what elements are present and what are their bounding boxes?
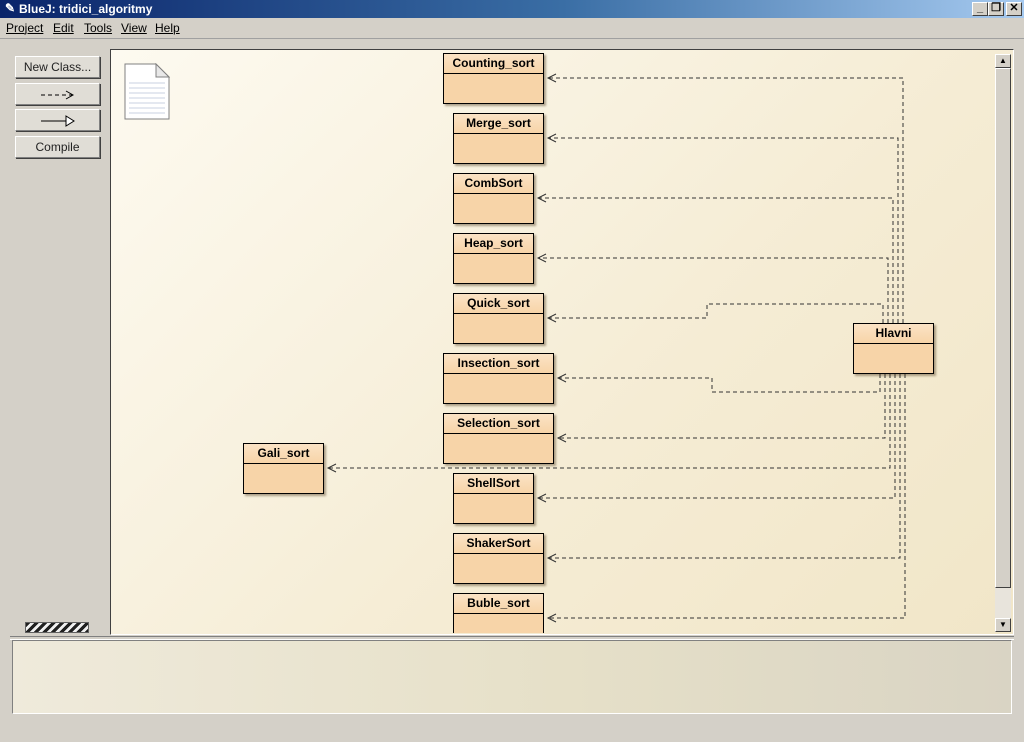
bluej-app-icon: ✎	[4, 1, 16, 15]
uses-arrow-button[interactable]	[15, 83, 100, 105]
machine-activity-indicator	[25, 622, 89, 633]
class-name: Hlavni	[854, 324, 933, 344]
new-class-button[interactable]: New Class...	[15, 56, 100, 78]
menu-project[interactable]: Project	[6, 21, 44, 35]
close-button[interactable]: ✕	[1006, 2, 1022, 16]
class-box[interactable]: Insection_sort	[443, 353, 554, 404]
class-name: Selection_sort	[444, 414, 553, 434]
class-name: Merge_sort	[454, 114, 543, 134]
inheritance-arrow-icon	[41, 115, 75, 127]
class-name: Insection_sort	[444, 354, 553, 374]
menu-edit[interactable]: Edit	[53, 21, 74, 35]
class-name: Heap_sort	[454, 234, 533, 254]
scroll-up-arrow-icon[interactable]: ▲	[995, 54, 1011, 68]
class-box[interactable]: CombSort	[453, 173, 534, 224]
inheritance-arrow-button[interactable]	[15, 109, 100, 131]
class-name: ShakerSort	[454, 534, 543, 554]
class-name: ShellSort	[454, 474, 533, 494]
class-name: Buble_sort	[454, 594, 543, 614]
class-box[interactable]: Heap_sort	[453, 233, 534, 284]
window-title: BlueJ: tridici_algoritmy	[19, 2, 153, 16]
class-box[interactable]: Selection_sort	[443, 413, 554, 464]
compile-button[interactable]: Compile	[15, 136, 100, 158]
menu-tools[interactable]: Tools	[84, 21, 113, 35]
scroll-down-arrow-icon[interactable]: ▼	[995, 618, 1011, 632]
class-name: CombSort	[454, 174, 533, 194]
class-name: Quick_sort	[454, 294, 543, 314]
menu-view[interactable]: View	[121, 21, 147, 35]
class-box[interactable]: Buble_sort	[453, 593, 544, 633]
dashed-arrow-icon	[41, 90, 75, 100]
minimize-button[interactable]: _	[972, 2, 988, 16]
restore-button[interactable]: ❐	[988, 2, 1004, 16]
scroll-thumb[interactable]	[995, 68, 1011, 588]
class-box[interactable]: Merge_sort	[453, 113, 544, 164]
vertical-scrollbar[interactable]: ▲ ▼	[995, 54, 1011, 632]
class-box[interactable]: ShakerSort	[453, 533, 544, 584]
main-class-box[interactable]: Hlavni	[853, 323, 934, 374]
class-name: Gali_sort	[244, 444, 323, 464]
menu-help[interactable]: Help	[155, 21, 180, 35]
title-bar: ✎ BlueJ: tridici_algoritmy _ ❐ ✕	[0, 0, 1024, 18]
class-box[interactable]: Gali_sort	[243, 443, 324, 494]
class-box[interactable]: Quick_sort	[453, 293, 544, 344]
class-name: Counting_sort	[444, 54, 543, 74]
object-bench[interactable]	[12, 640, 1012, 714]
class-box[interactable]: ShellSort	[453, 473, 534, 524]
panel-divider[interactable]	[10, 636, 1014, 640]
readme-document-icon[interactable]	[124, 63, 170, 121]
class-box[interactable]: Counting_sort	[443, 53, 544, 104]
menu-bar: Project Edit Tools View Help	[0, 18, 1024, 39]
